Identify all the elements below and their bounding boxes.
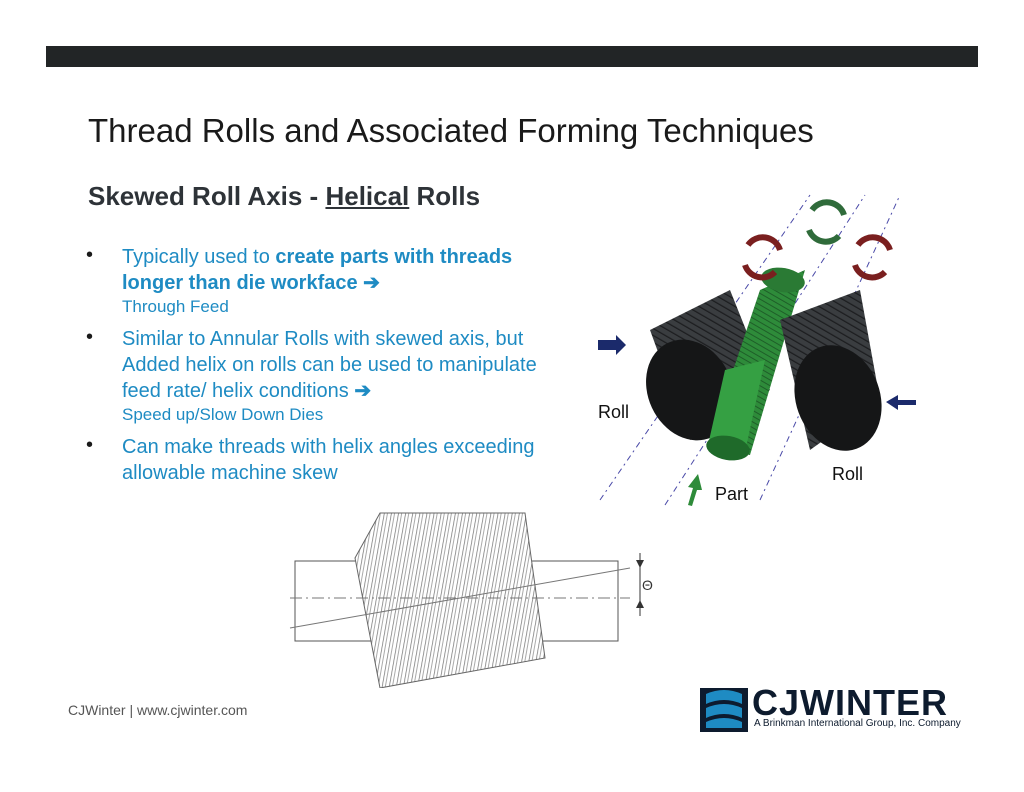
rotation-right-icon: [852, 234, 893, 281]
footer-text: CJWinter | www.cjwinter.com: [68, 702, 248, 718]
bullet-dot: •: [86, 434, 94, 456]
subtitle-suffix: Rolls: [409, 181, 481, 211]
helix-drawing: Θ: [280, 498, 670, 689]
logo-wordmark: CJWINTER: [752, 682, 948, 723]
bullet-dot: •: [86, 244, 94, 266]
arrow-part-icon: [688, 474, 702, 506]
arrow-right-roll-icon: [886, 395, 916, 410]
arrow-left-roll-icon: [598, 335, 626, 355]
bullet-text: Can make threads with helix angles excee…: [122, 436, 535, 484]
rolls-svg: [598, 194, 916, 506]
bullet-dot: •: [86, 326, 94, 348]
right-roll: [780, 290, 882, 451]
logo-tagline: A Brinkman International Group, Inc. Com…: [754, 718, 961, 729]
bullet-list: • Typically used to create parts with th…: [86, 244, 556, 494]
cjwinter-logo: CJWINTER A Brinkman International Group,…: [700, 682, 970, 732]
slide-subtitle: Skewed Roll Axis - Helical Rolls: [88, 181, 480, 212]
part-cylinder: [706, 267, 805, 461]
bullet-plain: Similar to Annular Rolls with skewed axi…: [122, 328, 537, 402]
skew-line: [289, 567, 631, 629]
bullet-text: Similar to Annular Rolls with skewed axi…: [122, 328, 537, 402]
label-roll-left: Roll: [598, 402, 630, 422]
bullet-text: Typically used to create parts with thre…: [122, 246, 512, 294]
rotation-center-icon: [806, 199, 847, 245]
bullet-subtext: Through Feed: [122, 297, 229, 316]
angle-symbol: Θ: [642, 577, 653, 593]
label-part: Part: [715, 484, 749, 504]
slide-title: Thread Rolls and Associated Forming Tech…: [88, 112, 814, 149]
bullet-item: • Similar to Annular Rolls with skewed a…: [86, 326, 556, 426]
bullet-item: • Typically used to create parts with th…: [86, 244, 556, 318]
bullet-subtext: Speed up/Slow Down Dies: [122, 405, 324, 424]
arrow-right-icon: ➔: [354, 380, 372, 402]
subtitle-underlined: Helical: [325, 181, 410, 211]
bullet-plain: Typically used to: [122, 246, 276, 268]
bullet-bold: create parts with threads longer than di…: [122, 246, 513, 294]
helix-svg: Θ: [289, 512, 653, 689]
label-roll-right: Roll: [832, 464, 864, 484]
rolls-illustration: Roll Roll Part: [580, 190, 920, 510]
top-bar: [46, 46, 978, 67]
rotation-left-icon: [742, 234, 783, 281]
arrow-right-icon: ➔: [363, 272, 380, 294]
angle-arrow-top-icon: [636, 560, 644, 568]
subtitle-prefix: Skewed Roll Axis -: [88, 181, 326, 211]
angle-arrow-bottom-icon: [636, 600, 644, 608]
threaded-roll: [354, 512, 546, 689]
bullet-item: • Can make threads with helix angles exc…: [86, 434, 556, 486]
logo-mark-icon: [700, 688, 748, 732]
